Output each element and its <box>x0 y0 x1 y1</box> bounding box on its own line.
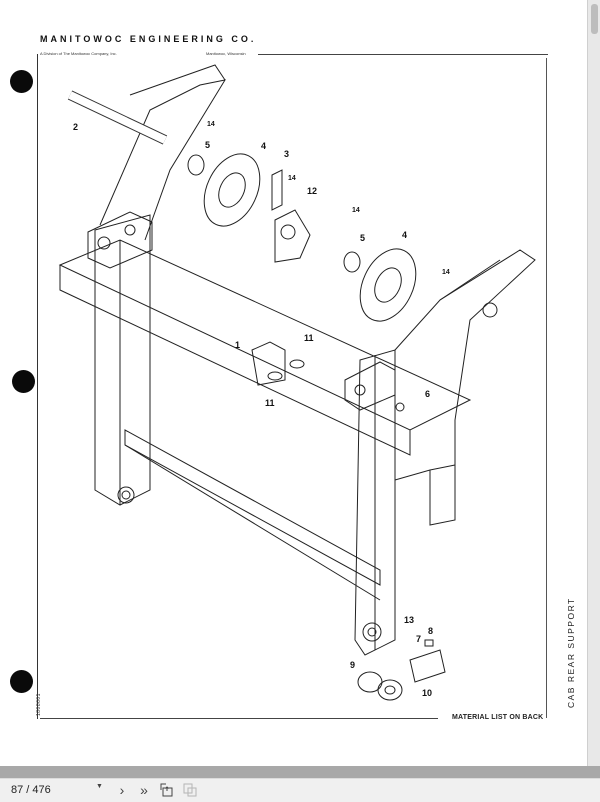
svg-text:12: 12 <box>307 186 317 196</box>
drawing-title: CAB REAR SUPPORT <box>566 597 576 708</box>
svg-text:14: 14 <box>288 175 296 182</box>
binder-hole <box>10 70 33 93</box>
page-indicator: 87 / 476 <box>11 784 51 796</box>
svg-text:14: 14 <box>442 269 450 276</box>
frame-right-rule <box>546 58 547 718</box>
svg-text:1: 1 <box>235 340 240 350</box>
svg-text:13: 13 <box>404 615 414 625</box>
header-rule <box>258 54 548 55</box>
company-name: MANITOWOC ENGINEERING CO. <box>40 34 257 44</box>
copy-page-button[interactable] <box>180 780 200 800</box>
svg-text:5: 5 <box>360 233 365 243</box>
binder-hole <box>10 670 33 693</box>
svg-text:11: 11 <box>265 398 275 408</box>
scrollbar-thumb[interactable] <box>591 4 598 34</box>
svg-text:5: 5 <box>205 140 210 150</box>
svg-text:6: 6 <box>425 389 430 399</box>
dropdown-arrow-icon[interactable]: ▼ <box>96 783 103 790</box>
chevron-right-icon: › <box>119 782 125 798</box>
exploded-parts-diagram: 2 1 3 4 4 5 5 6 7 8 9 10 11 11 12 13 14 … <box>58 64 536 701</box>
svg-text:14: 14 <box>352 207 360 214</box>
rotate-page-button[interactable] <box>157 780 177 800</box>
last-page-button[interactable]: » <box>134 780 154 800</box>
double-chevron-right-icon: » <box>140 782 148 798</box>
division-text: A Division of The Manitowoc Company, Inc… <box>40 51 117 56</box>
location-text: Manitowoc, Wisconsin <box>206 51 246 56</box>
binder-hole <box>12 370 35 393</box>
svg-text:8: 8 <box>428 626 433 636</box>
svg-text:11: 11 <box>304 333 314 343</box>
rotate-page-icon <box>160 783 173 797</box>
material-list-note: MATERIAL LIST ON BACK <box>452 714 544 721</box>
next-page-button[interactable]: › <box>112 780 132 800</box>
svg-text:4: 4 <box>402 230 407 240</box>
svg-text:7: 7 <box>416 634 421 644</box>
pdf-viewport[interactable]: MANITOWOC ENGINEERING CO. A Division of … <box>0 0 600 768</box>
svg-text:14: 14 <box>207 121 215 128</box>
svg-text:3: 3 <box>284 149 289 159</box>
page-navigation-toolbar: 87 / 476 ▼ › » <box>0 778 600 802</box>
svg-text:2: 2 <box>73 122 78 132</box>
page-number-select[interactable]: 87 / 476 <box>5 781 105 799</box>
svg-text:4: 4 <box>261 141 266 151</box>
viewer-gap <box>0 766 600 778</box>
vertical-scrollbar[interactable] <box>587 0 600 768</box>
svg-text:9: 9 <box>350 660 355 670</box>
frame-bottom-rule <box>40 718 438 719</box>
pdf-page: MANITOWOC ENGINEERING CO. A Division of … <box>0 0 588 766</box>
copy-page-icon <box>183 783 197 797</box>
svg-text:10: 10 <box>422 688 432 698</box>
frame-left-rule <box>37 54 38 719</box>
